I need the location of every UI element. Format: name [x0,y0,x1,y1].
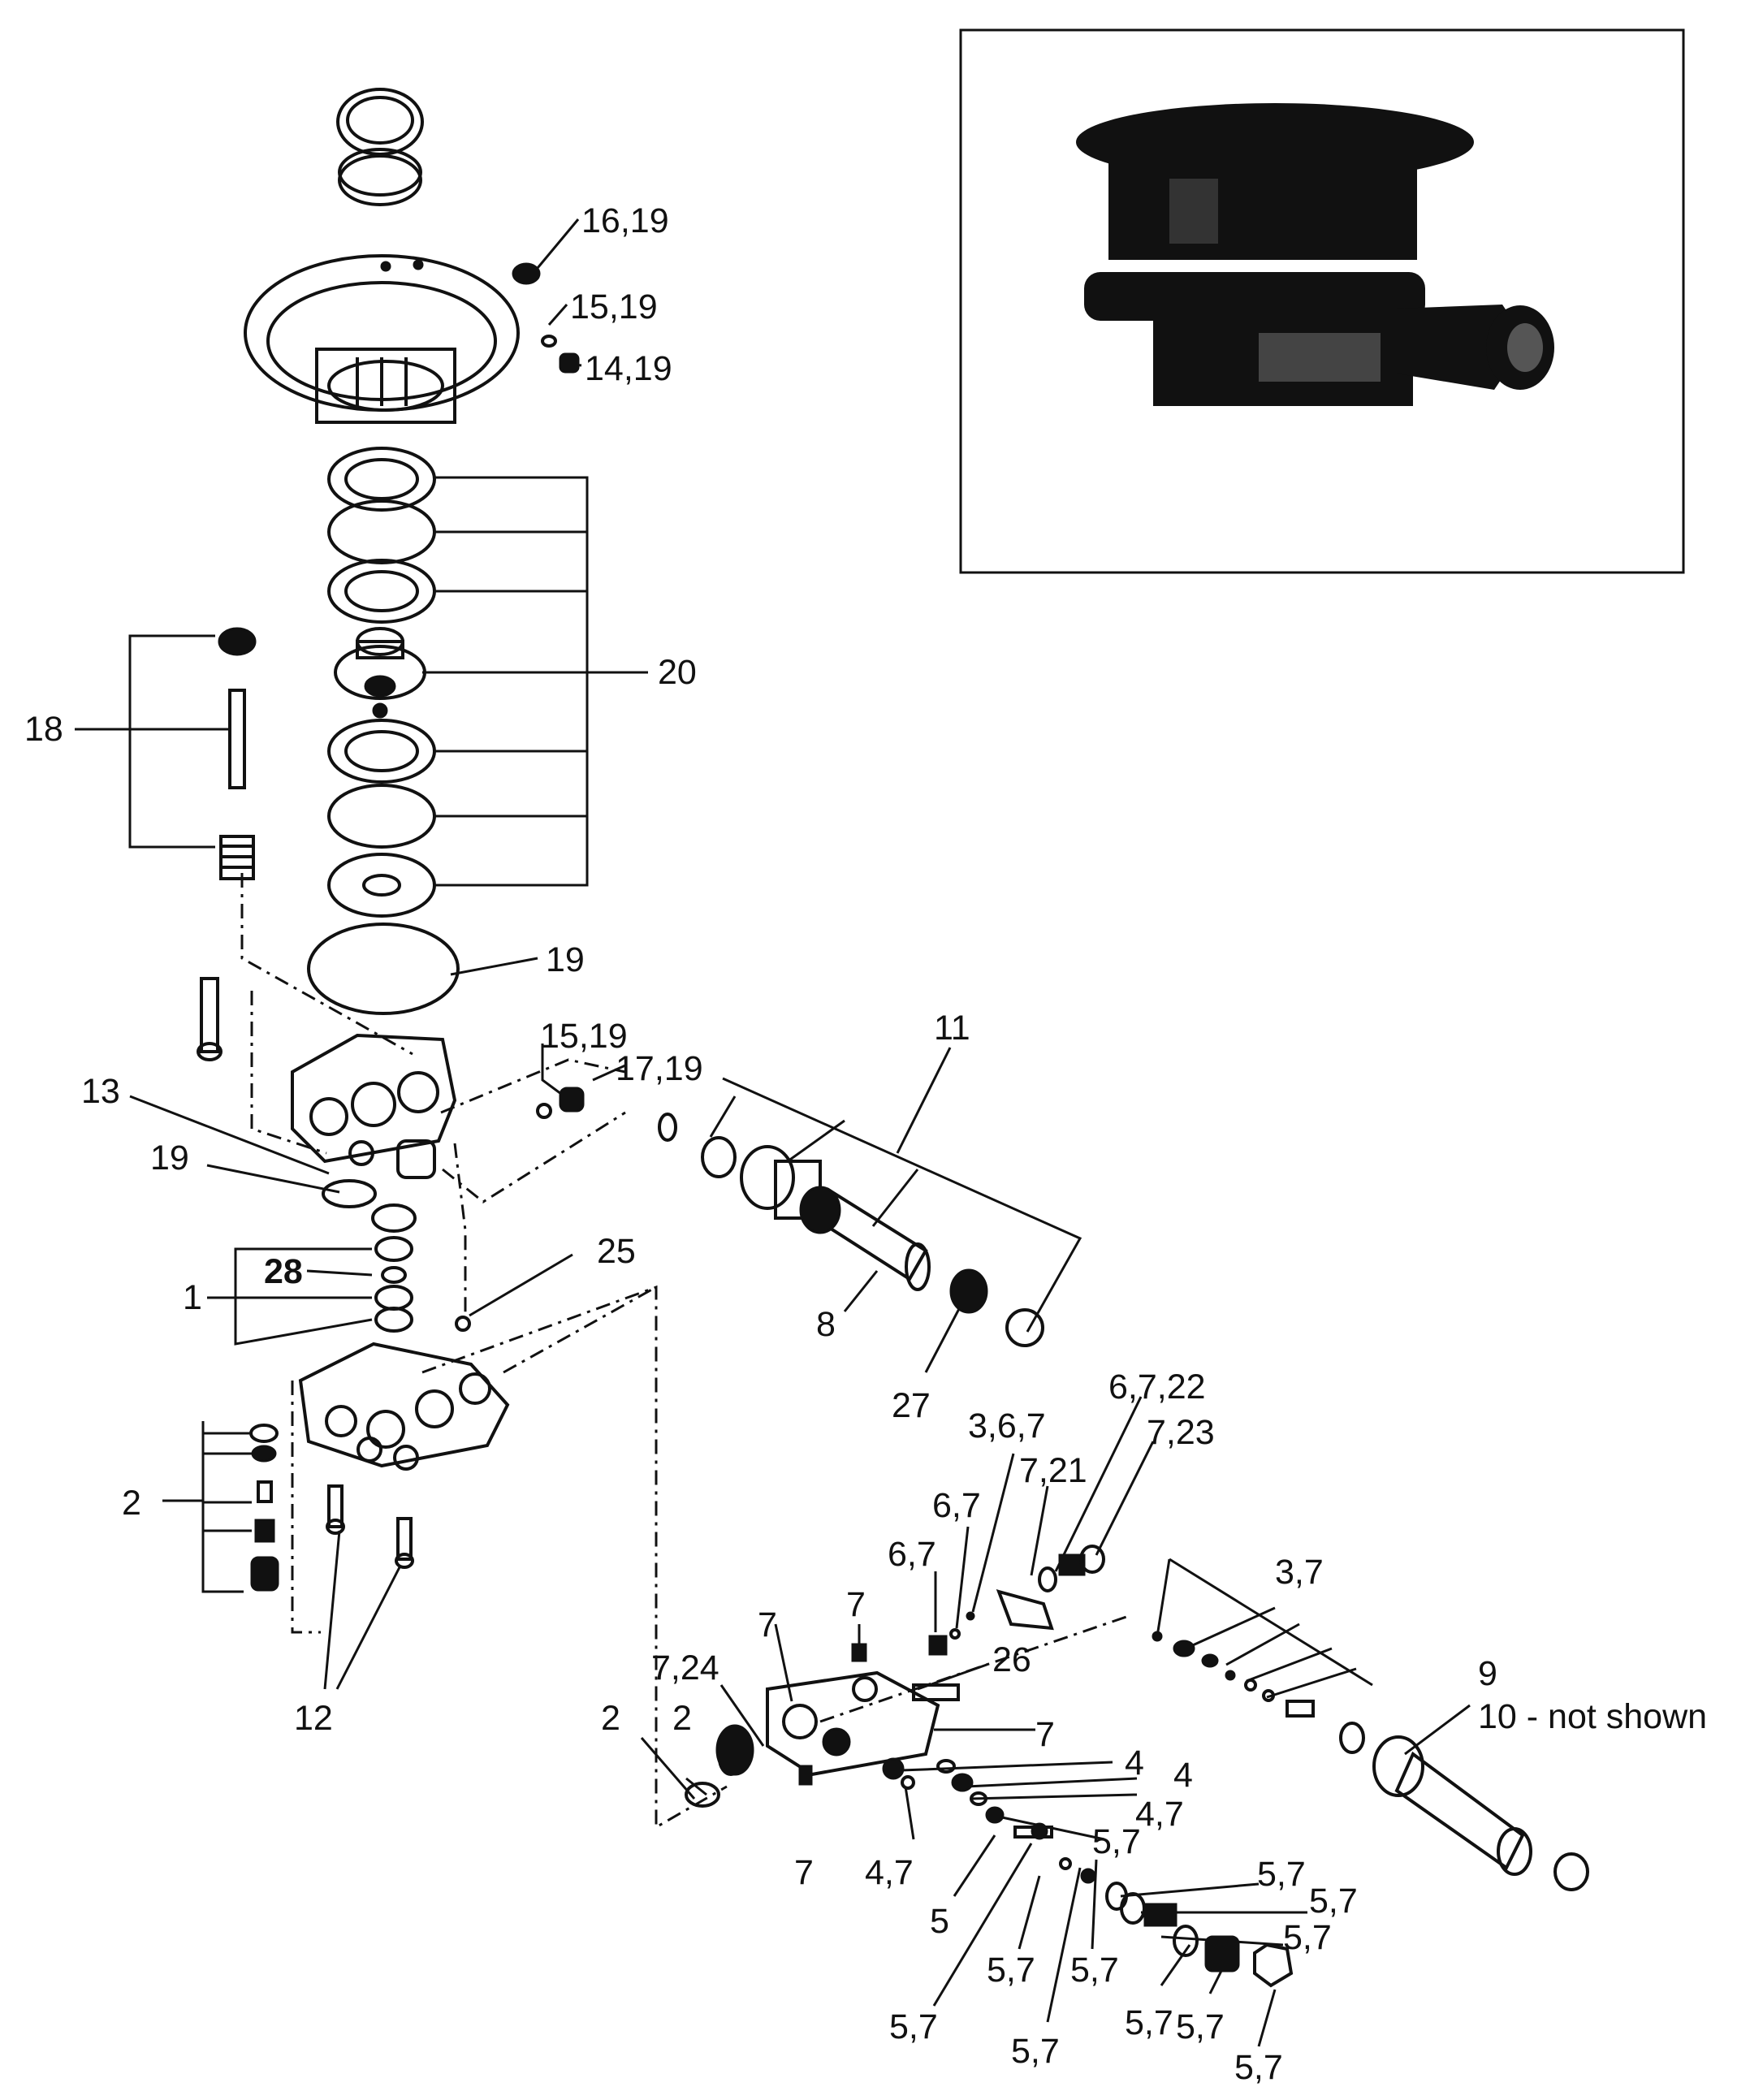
callout-25: 25 [597,1232,636,1271]
callout-13: 13 [81,1072,120,1111]
leader-lines [75,218,1471,2047]
outlet-fitting [1339,1722,1589,1891]
assembly-paths [240,873,1130,1830]
callout-labels: 16,19 15,19 14,19 20 18 19 15,19 17,19 1… [24,201,1707,2087]
callout-7: 7 [846,1585,866,1624]
callout-9: 9 [1478,1654,1497,1693]
callout-7: 7 [794,1853,814,1892]
small-fittings-top [512,262,580,374]
callout-5-7: 5,7 [1070,1951,1119,1990]
callout-5-7: 5,7 [1176,2007,1225,2046]
callout-20: 20 [658,653,697,692]
swashplate-housing [244,254,520,424]
callout-10: 10 - not shown [1478,1697,1707,1736]
callout-19: 19 [150,1139,189,1177]
callout-2: 2 [601,1699,620,1738]
callout-7-23: 7,23 [1147,1413,1215,1452]
callout-15-19: 15,19 [570,287,658,326]
left-valve-parts [249,1424,279,1592]
callout-6-7: 6,7 [888,1535,936,1574]
callout-7-24: 7,24 [651,1648,719,1687]
callout-14-19: 14,19 [585,349,672,388]
callout-5-7: 5,7 [889,2007,938,2046]
upper-manifold [197,977,471,1333]
callout-27: 27 [892,1386,931,1425]
callout-5-7: 5,7 [1309,1882,1358,1921]
callout-3-7: 3,7 [1275,1553,1324,1592]
callout-17-19: 17,19 [616,1049,703,1088]
lower-manifold [298,1342,510,1569]
callout-16-19: 16,19 [581,201,669,240]
callout-2: 2 [672,1699,692,1738]
callout-2: 2 [122,1484,141,1523]
callout-7: 7 [758,1605,777,1644]
pump-assembly-photo [1076,103,1554,406]
inset-photo-frame [959,28,1685,574]
callout-7-21: 7,21 [1019,1451,1087,1490]
callout-4-7: 4,7 [865,1853,914,1892]
callout-5-7: 5,7 [1125,2003,1173,2042]
callout-7: 7 [1035,1715,1055,1754]
lower-right-parts [936,1759,1294,1988]
callout-3-6-7: 3,6,7 [968,1406,1046,1445]
callout-11: 11 [934,1009,970,1048]
callout-5: 5 [930,1902,949,1941]
pump-head [685,1643,960,1808]
upper-right-fittings [928,1545,1105,1656]
callout-28: 28 [264,1252,303,1291]
callout-15-19: 15,19 [540,1017,628,1056]
callout-18: 18 [24,710,63,749]
callout-4: 4 [1173,1756,1193,1795]
callout-12: 12 [294,1699,333,1738]
large-o-ring [307,923,460,1015]
callout-5-7: 5,7 [1234,2048,1283,2087]
callout-1: 1 [183,1278,202,1317]
callout-26: 26 [992,1640,1031,1679]
callout-4-7: 4,7 [1135,1795,1184,1834]
callout-5-7: 5,7 [987,1951,1035,1990]
seal-stack [327,447,436,918]
bearing-ring-top [336,88,424,206]
callout-4: 4 [1125,1744,1144,1782]
callout-8: 8 [816,1305,836,1344]
valve-kit [218,627,257,880]
callout-6-7-22: 6,7,22 [1108,1368,1206,1406]
callout-5-7: 5,7 [1257,1855,1306,1894]
callout-6-7: 6,7 [932,1486,981,1525]
callout-5-7: 5,7 [1283,1918,1332,1957]
unloader-assembly [701,1136,1044,1347]
callout-5-7: 5,7 [1011,2032,1060,2071]
mid-fittings [536,1087,677,1142]
check-valve-parts [1152,1631,1315,1718]
callout-5-7: 5,7 [1092,1822,1141,1861]
callout-19: 19 [546,940,585,979]
